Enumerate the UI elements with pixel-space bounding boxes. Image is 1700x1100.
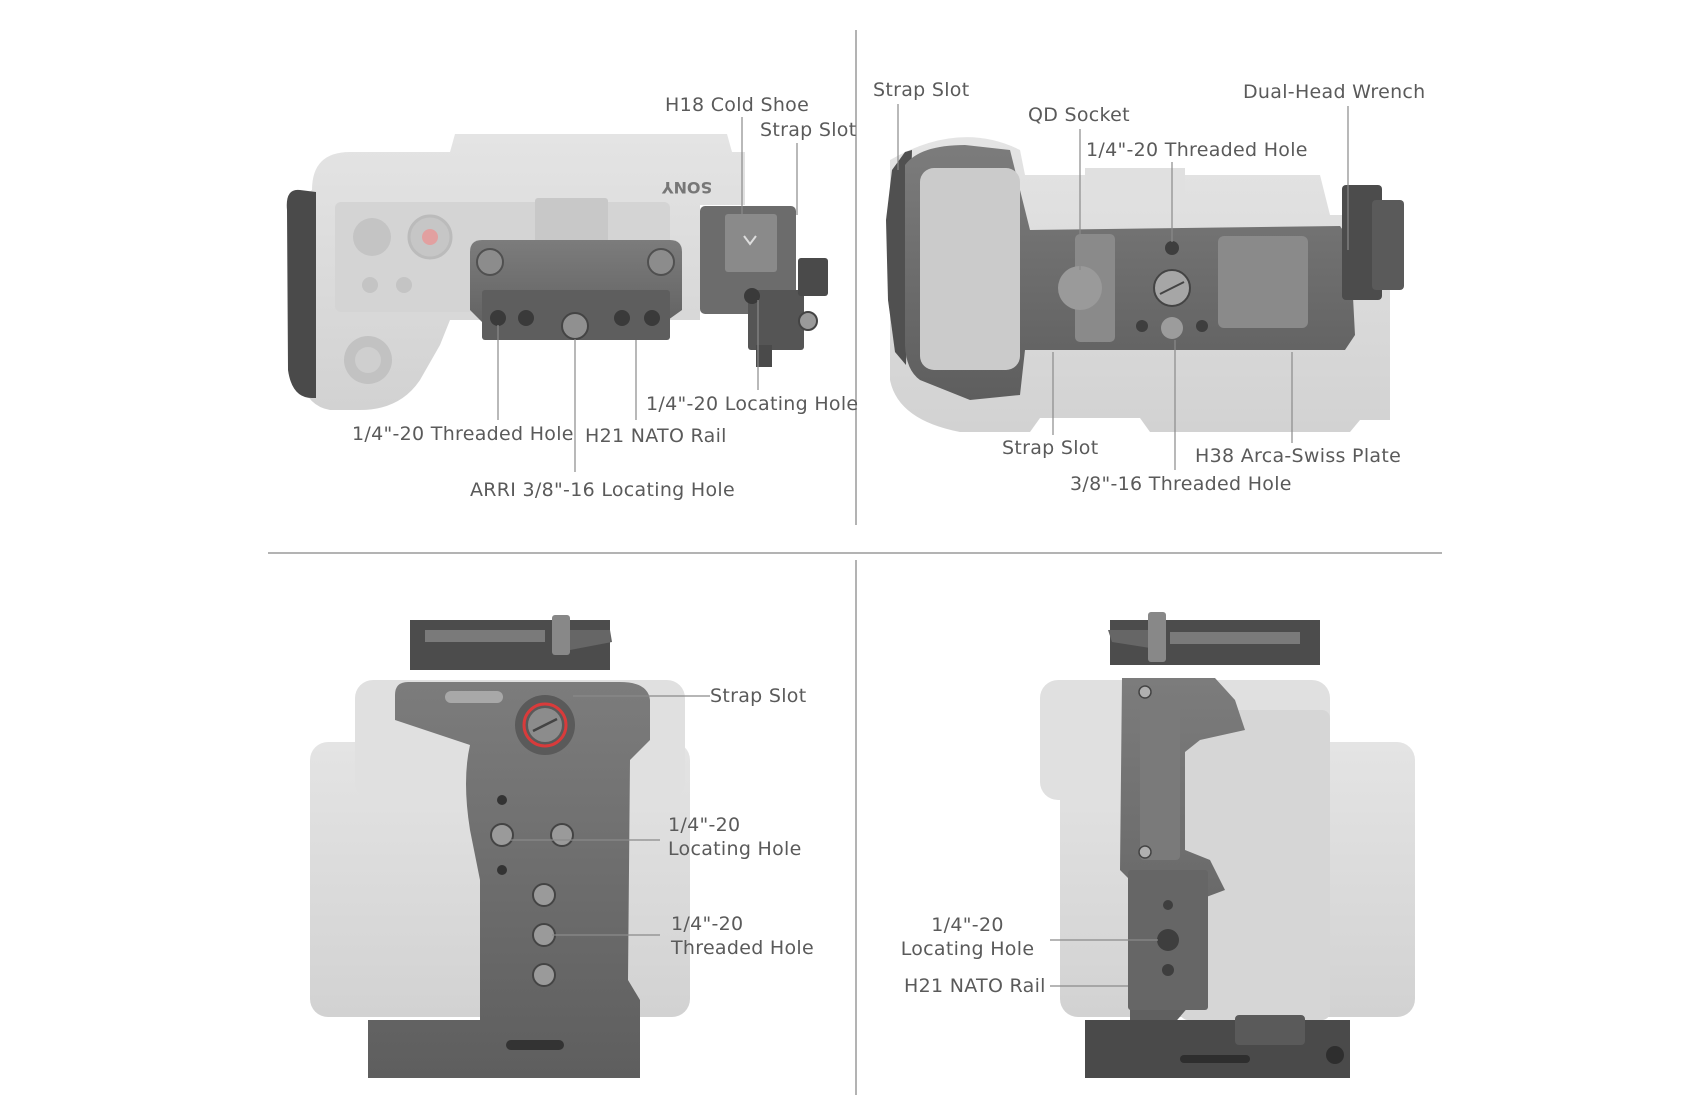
label-locating-hole-left-line1: 1/4"-20 bbox=[931, 914, 1004, 936]
bottom-view-hole-small-1 bbox=[1136, 320, 1148, 332]
bottom-view-screw-slot bbox=[1159, 281, 1185, 295]
grip-side-pin-2 bbox=[497, 865, 507, 875]
top-view-foot bbox=[756, 345, 772, 367]
grip-side-bottom-slot bbox=[506, 1040, 564, 1050]
left-side-base-screw bbox=[1326, 1046, 1344, 1064]
top-view-bracket-knob-right bbox=[647, 248, 675, 276]
left-side-door bbox=[1180, 710, 1330, 1020]
left-side-base-clamp bbox=[1235, 1015, 1305, 1045]
top-view-end-grip bbox=[286, 189, 316, 398]
label-locating-hole-grip: 1/4"-20 Locating Hole bbox=[668, 813, 802, 861]
top-view-leaders bbox=[497, 117, 798, 472]
label-nato-rail-left: H21 NATO Rail bbox=[904, 975, 1046, 997]
left-side-screw-top bbox=[1138, 685, 1152, 699]
bottom-view-plate-window-2 bbox=[1218, 236, 1308, 328]
top-view-dial-1 bbox=[353, 218, 391, 256]
camera-brand-logo: SONY bbox=[661, 178, 713, 197]
grip-side-knob-ring bbox=[522, 702, 568, 748]
grip-side-locating-hole-a bbox=[490, 823, 514, 847]
bottom-view-leaders bbox=[897, 104, 1349, 470]
top-view-side-lever bbox=[798, 258, 828, 296]
grip-side-locating-hole-b bbox=[550, 823, 574, 847]
label-arri-hole: ARRI 3/8"-16 Locating Hole bbox=[470, 479, 735, 501]
label-qd-socket: QD Socket bbox=[1028, 104, 1130, 126]
bottom-view-lens-block bbox=[1085, 168, 1185, 198]
label-threaded-hole-grip-line2: Threaded Hole bbox=[671, 937, 815, 959]
bottom-view-camera bbox=[886, 137, 1404, 432]
top-view-bracket-knob-left bbox=[476, 248, 504, 276]
top-view-record-dot bbox=[422, 229, 438, 245]
top-view-camera bbox=[286, 134, 828, 410]
top-view-button-b bbox=[396, 277, 412, 293]
left-side-hole-lower bbox=[1162, 964, 1174, 976]
top-view-hole-3 bbox=[614, 310, 630, 326]
left-side-hole-upper bbox=[1163, 900, 1173, 910]
grip-side-pin-1 bbox=[497, 795, 507, 805]
grip-side-camera bbox=[310, 615, 690, 1078]
left-side-base bbox=[1085, 1020, 1350, 1078]
label-strap-slot-a: Strap Slot bbox=[873, 79, 970, 101]
left-side-top-rail-bar bbox=[1170, 632, 1300, 644]
left-side-top-pin bbox=[1148, 612, 1166, 662]
top-view-side-plate bbox=[748, 290, 804, 350]
label-locating-hole-grip-line2: Locating Hole bbox=[668, 838, 802, 860]
label-dual-head-wrench: Dual-Head Wrench bbox=[1243, 81, 1426, 103]
bottom-view-threaded-hole-38 bbox=[1161, 317, 1183, 339]
grip-side-threaded-hole-a bbox=[532, 883, 556, 907]
left-side-camera bbox=[1040, 612, 1415, 1078]
top-view-locating-hole bbox=[744, 288, 760, 304]
top-view-hole-2 bbox=[518, 310, 534, 326]
label-locating-hole-top: 1/4"-20 Locating Hole bbox=[646, 393, 859, 415]
grip-side-top-handle-bar bbox=[425, 630, 545, 642]
bottom-view-threaded-hole bbox=[1165, 241, 1179, 255]
grip-side-strap-slot bbox=[445, 691, 503, 703]
label-strap-slot-top: Strap Slot bbox=[760, 119, 857, 141]
bottom-view-hole-small-2 bbox=[1196, 320, 1208, 332]
grip-side-top-pin bbox=[552, 615, 570, 655]
left-side-top-knob bbox=[1108, 630, 1150, 648]
grip-side-threaded-hole-b bbox=[532, 923, 556, 947]
top-view-arri-hole bbox=[561, 312, 589, 340]
grip-side-top-knob bbox=[570, 630, 612, 650]
top-view-zoom-dial-inner bbox=[355, 347, 381, 373]
label-locating-hole-left: 1/4"-20 Locating Hole bbox=[900, 913, 1035, 961]
left-side-locating-hole bbox=[1157, 929, 1179, 951]
top-view-shoe-mark bbox=[743, 235, 757, 246]
bottom-view-grip-pad bbox=[920, 168, 1020, 370]
top-view-button-a bbox=[362, 277, 378, 293]
label-strap-slot-b: Strap Slot bbox=[1002, 437, 1099, 459]
label-threaded-hole-grip-line1: 1/4"-20 bbox=[671, 913, 744, 935]
bottom-view-wrench-handle bbox=[1372, 200, 1404, 290]
top-view-hole-4 bbox=[644, 310, 660, 326]
label-threaded-hole-38: 3/8"-16 Threaded Hole bbox=[1070, 473, 1292, 495]
label-arca-plate: H38 Arca-Swiss Plate bbox=[1195, 445, 1402, 467]
left-side-base-slot bbox=[1180, 1055, 1250, 1063]
top-view-hole-1 bbox=[490, 310, 506, 326]
label-h18-cold-shoe: H18 Cold Shoe bbox=[665, 94, 810, 116]
grip-side-knob-slot bbox=[532, 717, 558, 733]
label-locating-hole-grip-line1: 1/4"-20 bbox=[668, 814, 741, 836]
top-view-wrench-screw bbox=[798, 311, 818, 331]
bottom-view-qd-socket bbox=[1058, 266, 1102, 310]
label-threaded-hole-grip: 1/4"-20 Threaded Hole bbox=[671, 912, 814, 960]
left-side-leaders bbox=[1050, 939, 1158, 987]
label-threaded-hole-bottom: 1/4"-20 Threaded Hole bbox=[1086, 139, 1308, 161]
grip-side-leaders bbox=[510, 695, 710, 936]
label-strap-slot-grip: Strap Slot bbox=[710, 685, 807, 707]
left-side-plate-window bbox=[1140, 700, 1180, 860]
grip-side-threaded-hole-c bbox=[532, 963, 556, 987]
left-side-screw-bottom bbox=[1138, 845, 1152, 859]
label-locating-hole-left-line2: Locating Hole bbox=[900, 938, 1035, 960]
label-nato-rail-top: H21 NATO Rail bbox=[585, 425, 727, 447]
grip-side-cage-grip bbox=[368, 682, 650, 1078]
label-threaded-hole-top: 1/4"-20 Threaded Hole bbox=[352, 423, 574, 445]
